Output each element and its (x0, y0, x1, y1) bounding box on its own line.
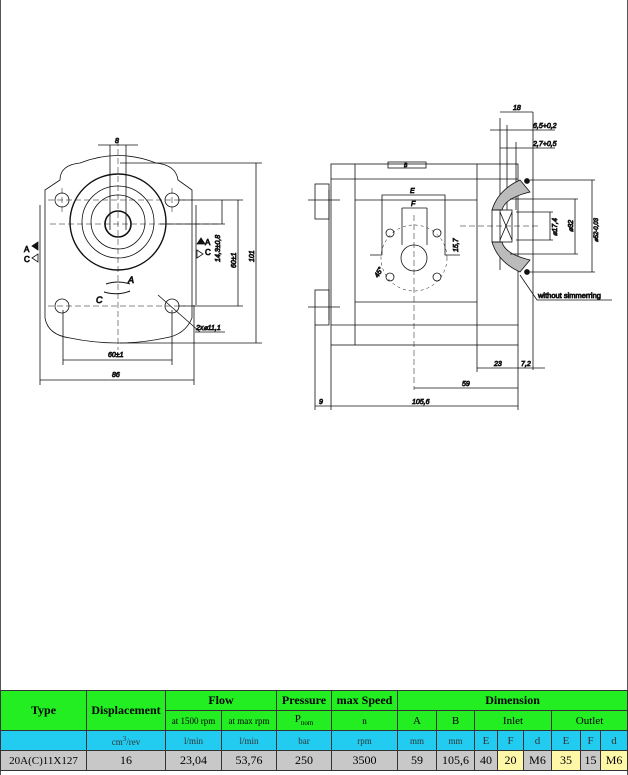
sub-b: B (436, 710, 475, 731)
header-type: Type (0, 690, 87, 731)
technical-drawing: 8 60±1 86 101 60±1 14,3±0,8 2x⌀11,1 A C … (24, 105, 612, 410)
table-row: 20A(C)11X127 16 23,04 53,76 250 3500 59 … (0, 750, 628, 771)
cell-pressure: 250 (276, 750, 332, 771)
dim-bolt-spacing-h: 60±1 (108, 352, 124, 359)
unit-cm: cm (111, 736, 123, 747)
rotation-a-label: A (127, 275, 134, 285)
subheader-row: at 1500 rpm at max rpm Pnom n A B Inlet … (1, 710, 628, 731)
cell-outlet-d: M6 (599, 750, 628, 771)
sub-flow-1500: at 1500 rpm (165, 710, 222, 731)
port-bore (400, 244, 428, 272)
port-a-label-left: A (24, 245, 30, 254)
header-row: Type Displacement Flow Pressure max Spee… (0, 690, 628, 731)
dim-7-2: 7,2 (521, 361, 531, 368)
unit-speed: rpm (331, 730, 398, 751)
cell-flow-1500: 23,04 (165, 750, 222, 771)
unit-displacement: cm3/rev (86, 730, 166, 751)
dim-6-5: 6,5+0,2 (533, 123, 557, 130)
cell-inlet-f: 20 (497, 750, 524, 771)
cell-inlet-d: M6 (523, 750, 552, 771)
dim-shaft-offset: 14,3±0,8 (215, 235, 222, 262)
cell-displacement: 16 (86, 750, 166, 771)
sub-pressure: Pnom (276, 710, 332, 731)
cell-b: 105,6 (436, 750, 475, 771)
sub-inlet: Inlet (474, 710, 552, 731)
dim-dia-17-4: ⌀17,4 (552, 218, 559, 236)
cell-outlet-e: 35 (551, 750, 581, 771)
dim-105-6: 105,6 (412, 399, 430, 406)
unit-cubed: 3 (122, 734, 127, 743)
pressure-subscript: nom (300, 719, 314, 728)
dim-holes: 2x⌀11,1 (195, 325, 221, 332)
cell-a: 59 (397, 750, 437, 771)
dim-23: 23 (493, 361, 502, 368)
side-view: B 18 6,5+0,2 2,7+0,5 E F 15,7 45° ⌀17,4 … (308, 105, 612, 410)
port-a-label-right: A (205, 238, 211, 247)
sub-flow-max: at max rpm (221, 710, 277, 731)
dim-2-7: 2,7+0,5 (532, 141, 557, 148)
unit-flow-1: l/min (165, 730, 222, 751)
port-c-label-left: C (24, 255, 30, 264)
without-simmerring-note: without simmerring (537, 291, 601, 300)
dim-18: 18 (513, 105, 521, 112)
unit-outlet-d: d (599, 730, 628, 751)
pump-body (330, 163, 519, 346)
dim-dia-32: ⌀32 (568, 220, 575, 232)
unit-inlet-f: F (497, 730, 524, 751)
cell-type: 20A(C)11X127 (0, 750, 87, 771)
unit-inlet-e: E (474, 730, 498, 751)
unit-b: mm (436, 730, 475, 751)
flange-outline (44, 155, 193, 344)
port-label-f: F (411, 201, 416, 208)
units-row: cm3/rev l/min l/min bar rpm mm mm E F d … (0, 730, 628, 751)
spec-table: Type Displacement Flow Pressure max Spee… (0, 690, 628, 771)
header-pressure: Pressure (276, 690, 332, 711)
bolt-head (314, 183, 330, 220)
unit-pressure: bar (276, 730, 332, 751)
header-flow: Flow (165, 690, 277, 711)
cell-inlet-e: 40 (474, 750, 498, 771)
rotation-c-label: C (96, 295, 103, 305)
dim-height-101: 101 (249, 250, 256, 262)
cell-outlet-f: 15 (580, 750, 601, 771)
header-dimension: Dimension (396, 690, 628, 711)
dim-bolt-spacing-v: 60±1 (231, 252, 238, 268)
bolt-head (314, 289, 330, 326)
header-max-speed: max Speed (331, 690, 398, 711)
sub-outlet: Outlet (550, 710, 628, 731)
cell-speed: 3500 (331, 750, 398, 771)
unit-rev: /rev (126, 736, 141, 747)
dim-dia-52: ⌀52-0,03 (594, 217, 600, 242)
unit-flow-2: l/min (221, 730, 277, 751)
header-displacement: Displacement (86, 690, 166, 731)
dim-59: 59 (462, 381, 470, 388)
sub-speed: n (331, 710, 398, 731)
cell-flow-max: 53,76 (221, 750, 277, 771)
unit-inlet-d: d (523, 730, 552, 751)
dim-keyway: 8 (115, 138, 119, 145)
port-label-e: E (410, 188, 415, 195)
dim-9: 9 (319, 399, 323, 406)
dim-width-86: 86 (112, 372, 120, 379)
dim-angle-45: 45° (373, 266, 385, 279)
pressure-symbol: P (294, 713, 301, 726)
unit-outlet-e: E (551, 730, 581, 751)
unit-a: mm (397, 730, 437, 751)
unit-outlet-f: F (580, 730, 601, 751)
sub-a: A (397, 710, 437, 731)
dim-15-7: 15,7 (453, 237, 460, 252)
unit-type (0, 730, 87, 751)
front-view: 8 60±1 86 101 60±1 14,3±0,8 2x⌀11,1 A C … (24, 138, 262, 385)
port-c-label-right: C (205, 248, 211, 257)
top-mark: B (404, 163, 408, 169)
